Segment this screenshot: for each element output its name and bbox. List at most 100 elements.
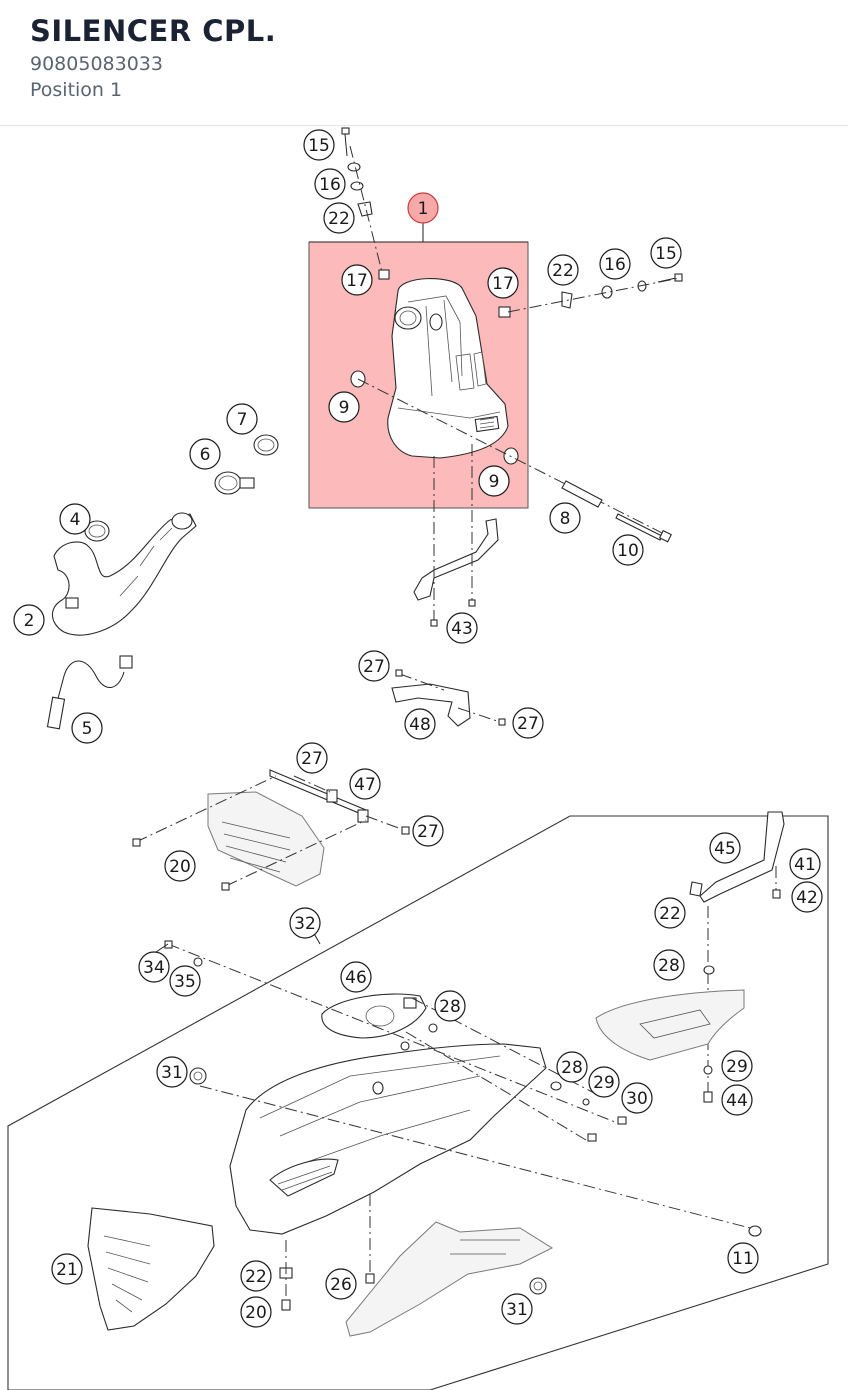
- callout-c48[interactable]: 48: [404, 708, 436, 740]
- exhaust-gasket-4[interactable]: [84, 520, 110, 542]
- callout-c27d[interactable]: 27: [412, 815, 444, 847]
- callout-c28c[interactable]: 28: [556, 1051, 588, 1083]
- callout-c20a[interactable]: 20: [164, 850, 196, 882]
- washer-28-left[interactable]: [400, 1041, 410, 1051]
- silencer-body[interactable]: [387, 278, 509, 459]
- washer-28-mid[interactable]: [428, 1023, 438, 1033]
- callout-label: 9: [489, 472, 500, 492]
- callout-c15b[interactable]: 15: [650, 237, 682, 269]
- belly-pan[interactable]: [229, 1043, 547, 1235]
- callout-circle: [340, 961, 372, 993]
- washer-29-right[interactable]: [703, 1065, 713, 1075]
- silencer-bracket[interactable]: [413, 444, 499, 627]
- callout-c22d[interactable]: 22: [240, 1260, 272, 1292]
- callout-c7[interactable]: 7: [226, 403, 258, 435]
- callout-c45[interactable]: 45: [709, 832, 741, 864]
- callout-c20b[interactable]: 20: [240, 1296, 272, 1328]
- nut-31-left[interactable]: [189, 1067, 207, 1085]
- callout-c30[interactable]: 30: [621, 1082, 653, 1114]
- callout-c35[interactable]: 35: [169, 965, 201, 997]
- callout-c27b[interactable]: 27: [512, 707, 544, 739]
- callout-c27a[interactable]: 27: [358, 650, 390, 682]
- callout-c34[interactable]: 34: [138, 951, 170, 983]
- callout-c9b[interactable]: 9: [478, 465, 510, 497]
- callout-label: 15: [655, 244, 677, 264]
- callout-c5[interactable]: 5: [71, 712, 103, 744]
- callout-c22a[interactable]: 22: [323, 202, 355, 234]
- spacer-sleeve[interactable]: [561, 480, 603, 508]
- callout-c22c[interactable]: 22: [654, 897, 686, 929]
- screw-belly[interactable]: [587, 1133, 597, 1142]
- exhaust-gasket-7[interactable]: [253, 434, 279, 456]
- callout-circle: [404, 708, 436, 740]
- callout-c9a[interactable]: 9: [328, 391, 360, 423]
- screw-44[interactable]: [703, 1091, 713, 1103]
- callout-label: 34: [143, 958, 165, 978]
- mounting-clip[interactable]: [279, 1240, 293, 1311]
- callout-label: 44: [726, 1091, 748, 1111]
- callout-c21[interactable]: 21: [51, 1253, 83, 1285]
- callout-c47[interactable]: 47: [349, 768, 381, 800]
- callout-label: 43: [451, 619, 473, 639]
- screw-26[interactable]: [365, 1273, 375, 1284]
- callout-label: 28: [561, 1058, 583, 1078]
- front-grille[interactable]: [87, 1207, 215, 1331]
- callout-c29a[interactable]: 29: [588, 1066, 620, 1098]
- callout-circle: [412, 815, 444, 847]
- callout-c2[interactable]: 2: [13, 604, 45, 636]
- exhaust-clamp[interactable]: [214, 471, 255, 495]
- right-heat-shield[interactable]: [595, 989, 745, 1061]
- upper-heat-shield[interactable]: [132, 769, 410, 891]
- callout-c43[interactable]: 43: [446, 612, 478, 644]
- callout-c42[interactable]: 42: [791, 881, 823, 913]
- washer-28-right[interactable]: [703, 965, 715, 975]
- callout-c11[interactable]: 11: [727, 1242, 759, 1274]
- callout-label: 22: [552, 261, 574, 281]
- callout-c46[interactable]: 46: [340, 961, 372, 993]
- callout-c17b[interactable]: 17: [487, 267, 519, 299]
- header-pipe[interactable]: [51, 512, 197, 636]
- rubber-damper-left[interactable]: [378, 269, 390, 280]
- callout-c15a[interactable]: 15: [303, 129, 335, 161]
- screw-34[interactable]: [164, 940, 173, 949]
- callout-c29b[interactable]: 29: [721, 1050, 753, 1082]
- callout-c10[interactable]: 10: [612, 534, 644, 566]
- washer-28-low[interactable]: [550, 1081, 562, 1091]
- callout-circle: [612, 534, 644, 566]
- callout-c1[interactable]: 1: [407, 192, 439, 224]
- callout-c22b[interactable]: 22: [547, 254, 579, 286]
- callout-c27c[interactable]: 27: [296, 742, 328, 774]
- callout-circle: [727, 1242, 759, 1274]
- right-mount-bracket[interactable]: [689, 811, 785, 903]
- screw-30[interactable]: [617, 1116, 627, 1125]
- callout-c28b[interactable]: 28: [653, 949, 685, 981]
- callout-c28a[interactable]: 28: [434, 990, 466, 1022]
- callout-circle: [358, 650, 390, 682]
- callout-c26[interactable]: 26: [325, 1268, 357, 1300]
- washer-35[interactable]: [193, 957, 203, 967]
- callout-label: 1: [418, 199, 429, 219]
- callout-c41[interactable]: 41: [789, 848, 821, 880]
- callout-c31a[interactable]: 31: [156, 1056, 188, 1088]
- long-bolt[interactable]: [615, 513, 663, 541]
- nut-31-right[interactable]: [529, 1277, 547, 1295]
- callout-c17a[interactable]: 17: [341, 264, 373, 296]
- grommet-11[interactable]: [748, 1225, 762, 1237]
- callout-c31b[interactable]: 31: [501, 1293, 533, 1325]
- heel-guard-bracket[interactable]: [391, 669, 506, 727]
- washer-29-low[interactable]: [582, 1098, 590, 1106]
- callout-label: 7: [237, 410, 248, 430]
- side-cover[interactable]: [321, 993, 427, 1039]
- callout-c8[interactable]: 8: [549, 502, 581, 534]
- lambda-sensor[interactable]: [46, 655, 133, 730]
- side-bolt-stack[interactable]: [561, 273, 683, 309]
- callout-c44[interactable]: 44: [721, 1084, 753, 1116]
- callout-c16a[interactable]: 16: [314, 168, 346, 200]
- callout-c16b[interactable]: 16: [599, 248, 631, 280]
- callout-c6[interactable]: 6: [189, 438, 221, 470]
- exploded-parts-diagram: 1151622171722161599768104243527482727472…: [7, 127, 829, 1390]
- callout-c32[interactable]: 32: [289, 907, 321, 939]
- lower-skid-plate[interactable]: [345, 1221, 554, 1337]
- callout-c4[interactable]: 4: [59, 503, 91, 535]
